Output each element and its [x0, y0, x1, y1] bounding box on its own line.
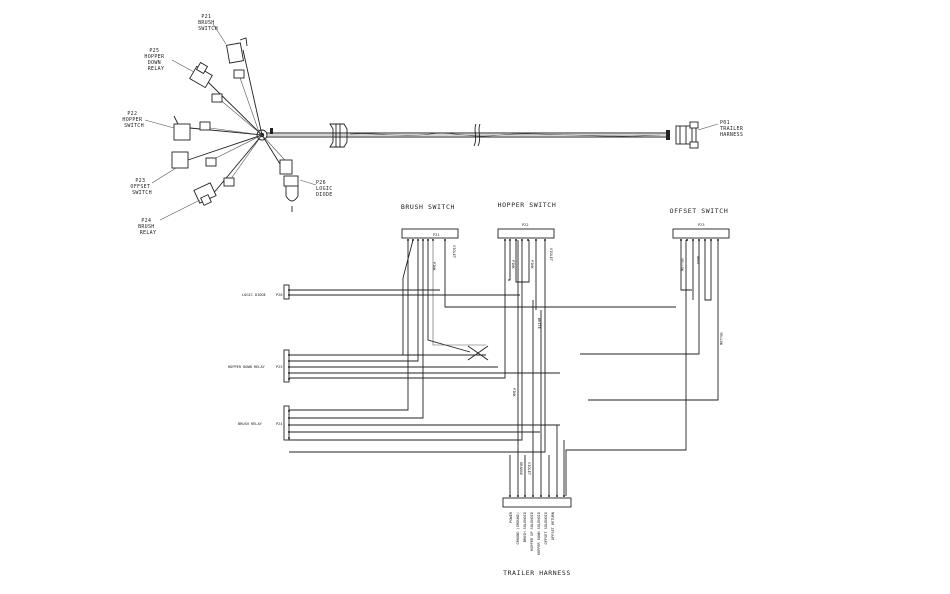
p01-label: P01 TRAILER HARNESS [720, 120, 746, 138]
p01-connector [666, 121, 699, 149]
svg-text:YELLOW: YELLOW [680, 258, 684, 272]
wire-color-labels: PINK VIOLET PINK PINK VIOLET WHITE YELLO… [432, 245, 723, 476]
p24-connector [193, 177, 235, 206]
svg-text:VIOLET: VIOLET [549, 248, 553, 262]
schematic: BRUSH SWITCH HOPPER SWITCH OFFSET SWITCH… [228, 201, 730, 577]
svg-text:OFFSET RETURN: OFFSET RETURN [551, 512, 555, 540]
p23-label: P23 OFFSET SWITCH [130, 178, 153, 196]
trailer-pin-labels: POWER GROUND (GROUND) BRUSH SOLENOID HOP… [509, 511, 555, 555]
harness-trunk [256, 123, 668, 148]
harness-assembly: P21 BRUSH SWITCH P25 HOPPER DOWN RELAY P… [122, 14, 746, 236]
svg-text:PINK: PINK [432, 262, 436, 271]
svg-text:P25: P25 [276, 365, 283, 369]
svg-text:POWER: POWER [509, 511, 513, 523]
svg-text:GROUND (GROUND): GROUND (GROUND) [516, 512, 520, 544]
trailer-harness-connector [502, 495, 572, 508]
svg-text:PINK: PINK [530, 260, 534, 269]
svg-text:GRAY: GRAY [696, 256, 700, 265]
svg-text:YELLOW: YELLOW [719, 332, 723, 346]
svg-text:ORANGE: ORANGE [519, 462, 523, 475]
svg-text:WHITE: WHITE [537, 318, 541, 329]
p23-connector [171, 151, 217, 169]
svg-text:P23: P23 [698, 223, 705, 227]
schematic-wires [289, 239, 719, 496]
harness-branches [187, 49, 293, 196]
p21-label: P21 BRUSH SWITCH [198, 14, 218, 32]
svg-text:P24: P24 [276, 422, 283, 426]
svg-text:VIOLET: VIOLET [527, 462, 531, 476]
svg-text:HOPPER DOWN RELAY: HOPPER DOWN RELAY [228, 365, 266, 369]
logic-diode-connector: LOGIC DIODE P26 [242, 284, 290, 300]
p25-label: P25 HOPPER DOWN RELAY [144, 48, 167, 72]
p22-label: P22 HOPPER SWITCH [122, 111, 145, 129]
svg-text:HOPPER UP SOLENOID: HOPPER UP SOLENOID [530, 512, 534, 551]
svg-text:OFFSET SOLENOID: OFFSET SOLENOID [544, 512, 548, 544]
svg-text:P22: P22 [522, 223, 529, 227]
brush-switch-title: BRUSH SWITCH [401, 203, 455, 211]
offset-switch-connector: P23 [672, 223, 730, 241]
leader-lines [144, 23, 719, 221]
hopper-down-relay-connector: HOPPER DOWN RELAY P25 [228, 349, 290, 383]
brush-switch-connector: P21 [401, 228, 459, 241]
svg-text:HOPPER DOWN SOLENOID: HOPPER DOWN SOLENOID [537, 512, 541, 555]
svg-text:P26: P26 [276, 293, 283, 297]
svg-text:VIOLET: VIOLET [452, 245, 456, 259]
p26-connector [279, 159, 299, 212]
offset-switch-title: OFFSET SWITCH [670, 207, 729, 215]
trailer-harness-title: TRAILER HARNESS [503, 569, 571, 577]
brush-relay-connector: BRUSH RELAY P24 [238, 405, 290, 441]
p25-connector [189, 61, 223, 103]
svg-text:BRUSH RELAY: BRUSH RELAY [238, 422, 263, 426]
hopper-switch-title: HOPPER SWITCH [498, 201, 557, 209]
svg-text:LOGIC DIODE: LOGIC DIODE [242, 293, 266, 297]
p24-label: P24 BRUSH RELAY [138, 218, 158, 236]
p26-label: P26 LOGIC DIODE [316, 180, 336, 198]
svg-text:PINK: PINK [512, 388, 516, 397]
svg-text:P21: P21 [433, 233, 440, 237]
svg-text:PINK: PINK [511, 260, 515, 269]
svg-text:BRUSH SOLENOID: BRUSH SOLENOID [523, 512, 527, 542]
hopper-switch-connector: P22 [497, 223, 555, 241]
p22-connector [173, 115, 211, 141]
p21-connector [226, 37, 248, 79]
